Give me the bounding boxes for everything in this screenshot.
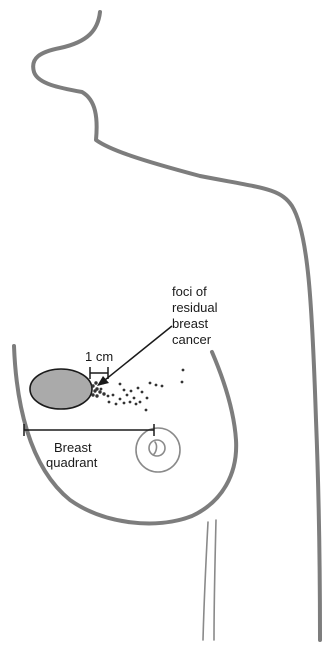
focus-dot	[95, 394, 98, 397]
focus-dot	[91, 393, 94, 396]
focus-dot	[119, 383, 122, 386]
foci-label-line-2: residual	[172, 300, 218, 315]
foci-label-line-1: foci of	[172, 284, 207, 299]
focus-dot	[141, 391, 144, 394]
foci-label: foci of residual breast cancer	[172, 284, 221, 347]
focus-dot	[161, 385, 164, 388]
quadrant-bracket	[24, 424, 154, 436]
focus-dot	[126, 394, 129, 397]
scale-label: 1 cm	[85, 349, 113, 364]
focus-dot	[146, 397, 149, 400]
areola	[136, 428, 180, 472]
focus-dot	[100, 388, 103, 391]
focus-dot	[107, 395, 110, 398]
torso-line-left	[203, 522, 208, 640]
torso-line-right	[214, 520, 216, 640]
quadrant-label-line-2: quadrant	[46, 455, 98, 470]
focus-dot	[133, 397, 136, 400]
focus-dot	[98, 390, 101, 393]
scale-bar	[90, 367, 108, 379]
focus-dot	[135, 403, 138, 406]
focus-dot	[119, 398, 122, 401]
focus-dot	[129, 401, 132, 404]
focus-dot	[155, 384, 158, 387]
quadrant-label-line-1: Breast	[54, 440, 92, 455]
nipple-detail	[154, 442, 157, 454]
focus-dot	[182, 369, 185, 372]
focus-dot	[91, 384, 94, 387]
foci-label-line-3: breast	[172, 316, 209, 331]
focus-dot	[94, 381, 97, 384]
focus-dot	[115, 403, 118, 406]
focus-dot	[149, 382, 152, 385]
focus-dot	[145, 409, 148, 412]
focus-dot	[123, 389, 126, 392]
focus-dot	[137, 387, 140, 390]
quadrant-label: Breast quadrant	[46, 440, 98, 470]
focus-dot	[95, 387, 98, 390]
focus-dot	[102, 392, 105, 395]
foci-label-line-4: cancer	[172, 332, 212, 347]
residual-foci-dots	[91, 369, 184, 412]
focus-dot	[108, 401, 111, 404]
focus-dot	[181, 381, 184, 384]
focus-dot	[123, 402, 126, 405]
focus-dot	[139, 401, 142, 404]
focus-dot	[112, 394, 115, 397]
tumor-mass	[30, 369, 92, 409]
focus-dot	[130, 390, 133, 393]
